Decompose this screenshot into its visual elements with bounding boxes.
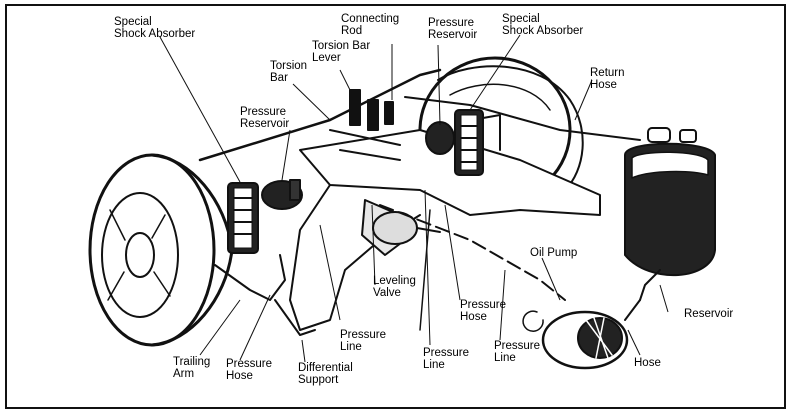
label-pressure-hose-left: Pressure Hose xyxy=(226,358,273,382)
reservoir-tank xyxy=(624,127,716,301)
oil-pump xyxy=(522,299,641,370)
label-special-shock-absorber-right: Special Shock Absorber xyxy=(502,13,584,37)
label-hose: Hose xyxy=(634,357,661,369)
right-shock-absorber xyxy=(454,109,501,176)
label-leveling-valve: Leveling Valve xyxy=(373,275,416,299)
left-shock-absorber xyxy=(227,182,259,254)
label-torsion-bar-lever: Torsion Bar Lever xyxy=(312,40,371,64)
label-differential-support: Differential Support xyxy=(298,362,353,386)
label-pressure-line-lower: Pressure Line xyxy=(423,347,470,371)
pressure-line-center xyxy=(419,209,431,331)
pressure-line-main xyxy=(379,204,566,301)
label-trailing-arm: Trailing Arm xyxy=(173,356,211,380)
leveling-valve-cluster xyxy=(329,89,401,161)
label-special-shock-absorber-left: Special Shock Absorber xyxy=(114,16,196,40)
left-pressure-reservoir xyxy=(261,179,303,210)
label-oil-pump: Oil Pump xyxy=(530,247,578,259)
left-wheel xyxy=(88,153,234,347)
label-pressure-reservoir-right: Pressure Reservoir xyxy=(428,17,478,41)
label-reservoir: Reservoir xyxy=(684,308,734,320)
label-pressure-hose-center: Pressure Hose xyxy=(460,299,507,323)
label-pressure-line-center: Pressure Line xyxy=(340,329,387,353)
right-pressure-reservoir xyxy=(425,121,455,155)
leader-lines xyxy=(159,34,669,363)
label-connecting-rod: Connecting Rod xyxy=(341,13,400,37)
label-pressure-line-right: Pressure Line xyxy=(494,340,541,364)
trailing-arm xyxy=(214,254,316,336)
label-pressure-reservoir-left: Pressure Reservoir xyxy=(240,106,290,130)
torsion-bar xyxy=(198,68,442,162)
return-hose xyxy=(404,96,641,141)
label-return-hose: Return Hose xyxy=(590,67,625,91)
label-torsion-bar: Torsion Bar xyxy=(270,60,308,84)
